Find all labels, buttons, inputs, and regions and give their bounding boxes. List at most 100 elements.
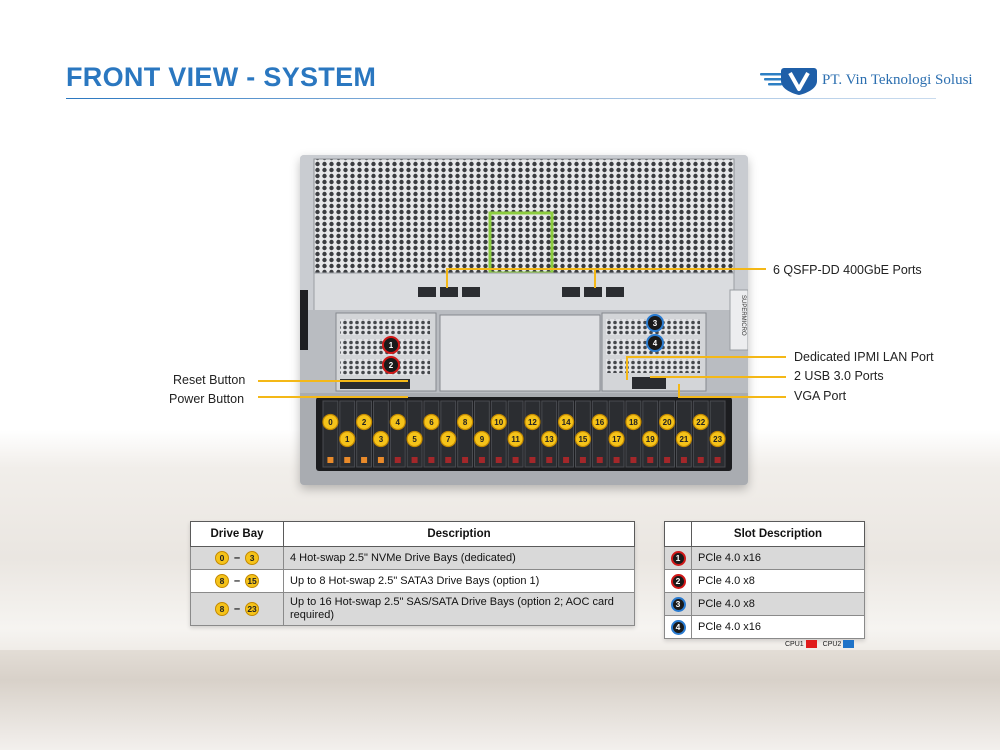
v-shield-logo-icon — [760, 68, 817, 95]
drive-bay-number: 17 — [612, 435, 621, 444]
title-underline — [66, 98, 936, 99]
drive-bay-badge: 20 — [658, 413, 676, 431]
drive-led — [579, 457, 586, 463]
drive-bay-badge: 21 — [675, 430, 693, 448]
slot-badge: 2 — [670, 573, 686, 589]
pcie-slot-number: 2 — [389, 361, 394, 370]
drive-bay-number: 21 — [679, 435, 688, 444]
drive-bay-number: 16 — [595, 418, 604, 427]
page-title: FRONT VIEW - SYSTEM — [66, 62, 377, 92]
drive-bay-number: 13 — [545, 435, 554, 444]
pcie-slot-badge: 2 — [382, 356, 400, 374]
pcie-slot-badge: 4 — [646, 334, 664, 352]
drive-led — [664, 457, 671, 463]
table-row: 8–15 Up to 8 Hot-swap 2.5" SATA3 Drive B… — [190, 569, 635, 593]
drive-bay-badge: 15 — [574, 430, 592, 448]
range-dash: – — [233, 603, 241, 615]
drive-bay-number: 14 — [562, 418, 571, 427]
drive-bay-number: 9 — [480, 435, 485, 444]
drive-bay-badge: 3 — [372, 430, 390, 448]
table-row: 0–3 4 Hot-swap 2.5" NVMe Drive Bays (ded… — [190, 546, 635, 570]
bay-badge-to: 15 — [245, 574, 260, 588]
drive-bay-table: Drive Bay Description 0–3 4 Hot-swap 2.5… — [190, 521, 635, 626]
drive-led — [462, 457, 469, 463]
drive-bay-badge: 18 — [625, 413, 642, 431]
slot-description-header: Slot Description — [691, 521, 865, 547]
bay-badge-from: 0 — [214, 551, 229, 565]
drive-bay-badge: 12 — [524, 413, 541, 431]
pcie-slot-number: 4 — [653, 339, 658, 348]
cpu1-legend-label: CPU1 — [785, 640, 804, 648]
bay-description: Up to 16 Hot-swap 2.5" SAS/SATA Drive Ba… — [283, 592, 635, 626]
drive-bay-number: 11 — [511, 435, 520, 444]
table-row: 8–23 Up to 16 Hot-swap 2.5" SAS/SATA Dri… — [190, 592, 635, 626]
drive-led — [478, 457, 485, 463]
drive-bay-badge: 17 — [608, 430, 625, 448]
drive-led — [327, 457, 334, 463]
drive-led — [630, 457, 637, 463]
brand-label: SUPERMICRO — [740, 295, 746, 336]
bay-badge-from: 8 — [214, 602, 229, 616]
bay-description: 4 Hot-swap 2.5" NVMe Drive Bays (dedicat… — [283, 546, 635, 570]
qsfp-ports-label: 6 QSFP-DD 400GbE Ports — [773, 263, 922, 277]
slot-description: PCle 4.0 x8 — [691, 592, 865, 616]
drive-led — [596, 457, 603, 463]
cpu-legend: CPU1 CPU2 — [785, 640, 858, 648]
drive-bay-number: 7 — [446, 435, 451, 444]
drive-bay-number: 6 — [429, 418, 434, 427]
drive-bay-badge: 19 — [642, 430, 659, 448]
drive-bay-number: 3 — [379, 435, 384, 444]
drive-led — [344, 457, 351, 463]
background-floor — [0, 650, 1000, 750]
usb-callout-line — [650, 376, 786, 378]
slot-description: PCle 4.0 x16 — [691, 615, 865, 639]
range-dash: – — [233, 575, 241, 587]
ipmi-callout-drop — [626, 356, 628, 380]
drive-led — [512, 457, 519, 463]
drive-led — [394, 457, 401, 463]
drive-led — [563, 457, 570, 463]
cpu1-swatch — [805, 640, 817, 648]
drive-bay-badge: 16 — [591, 413, 608, 431]
pcie-slot-number: 3 — [653, 319, 658, 328]
description-header: Description — [283, 521, 635, 547]
cpu2-swatch — [843, 640, 855, 648]
drive-bay-number: 15 — [578, 435, 587, 444]
range-dash: – — [233, 552, 241, 564]
drive-bay-badge: 4 — [389, 413, 406, 431]
reset-button-label: Reset Button — [173, 373, 246, 387]
drive-bay-badge: 6 — [423, 413, 440, 431]
vga-port-label: VGA Port — [794, 389, 847, 403]
table-row: 1 PCle 4.0 x16 — [664, 546, 865, 570]
drive-led — [546, 457, 553, 463]
drive-bay-badge: 5 — [406, 430, 423, 448]
drive-led — [361, 457, 368, 463]
drive-bay-badge: 11 — [507, 430, 524, 448]
drive-led — [714, 457, 721, 463]
drive-bay-number: 1 — [345, 435, 350, 444]
qsfp-callout-drop-right — [594, 268, 596, 288]
bay-badge-from: 8 — [214, 574, 229, 588]
drive-led — [445, 457, 452, 463]
ipmi-callout-line — [626, 356, 786, 358]
drive-bay-number: 5 — [412, 435, 417, 444]
drive-bay-number: 18 — [629, 418, 638, 427]
drive-bay-number: 20 — [663, 418, 672, 427]
pcie-slot-badge: 3 — [646, 314, 664, 332]
drive-bay-badge: 13 — [541, 430, 558, 448]
slot-description: PCle 4.0 x8 — [691, 569, 865, 593]
company-name: PT. Vin Teknologi Solusi — [822, 72, 973, 88]
drive-bay-header: Drive Bay — [190, 521, 284, 547]
usb-ports-label: 2 USB 3.0 Ports — [794, 369, 884, 383]
bay-badge-to: 23 — [245, 602, 260, 616]
drive-bay-badge: 1 — [339, 430, 356, 448]
pcie-slot-badge: 1 — [382, 336, 400, 354]
drive-bay-number: 2 — [362, 418, 367, 427]
drive-bay-badge: 23 — [709, 430, 726, 448]
drive-bay-number: 4 — [396, 418, 401, 427]
slot-badge: 4 — [670, 619, 686, 635]
table-row: 2 PCle 4.0 x8 — [664, 569, 865, 593]
drive-bay-number: 22 — [696, 418, 705, 427]
